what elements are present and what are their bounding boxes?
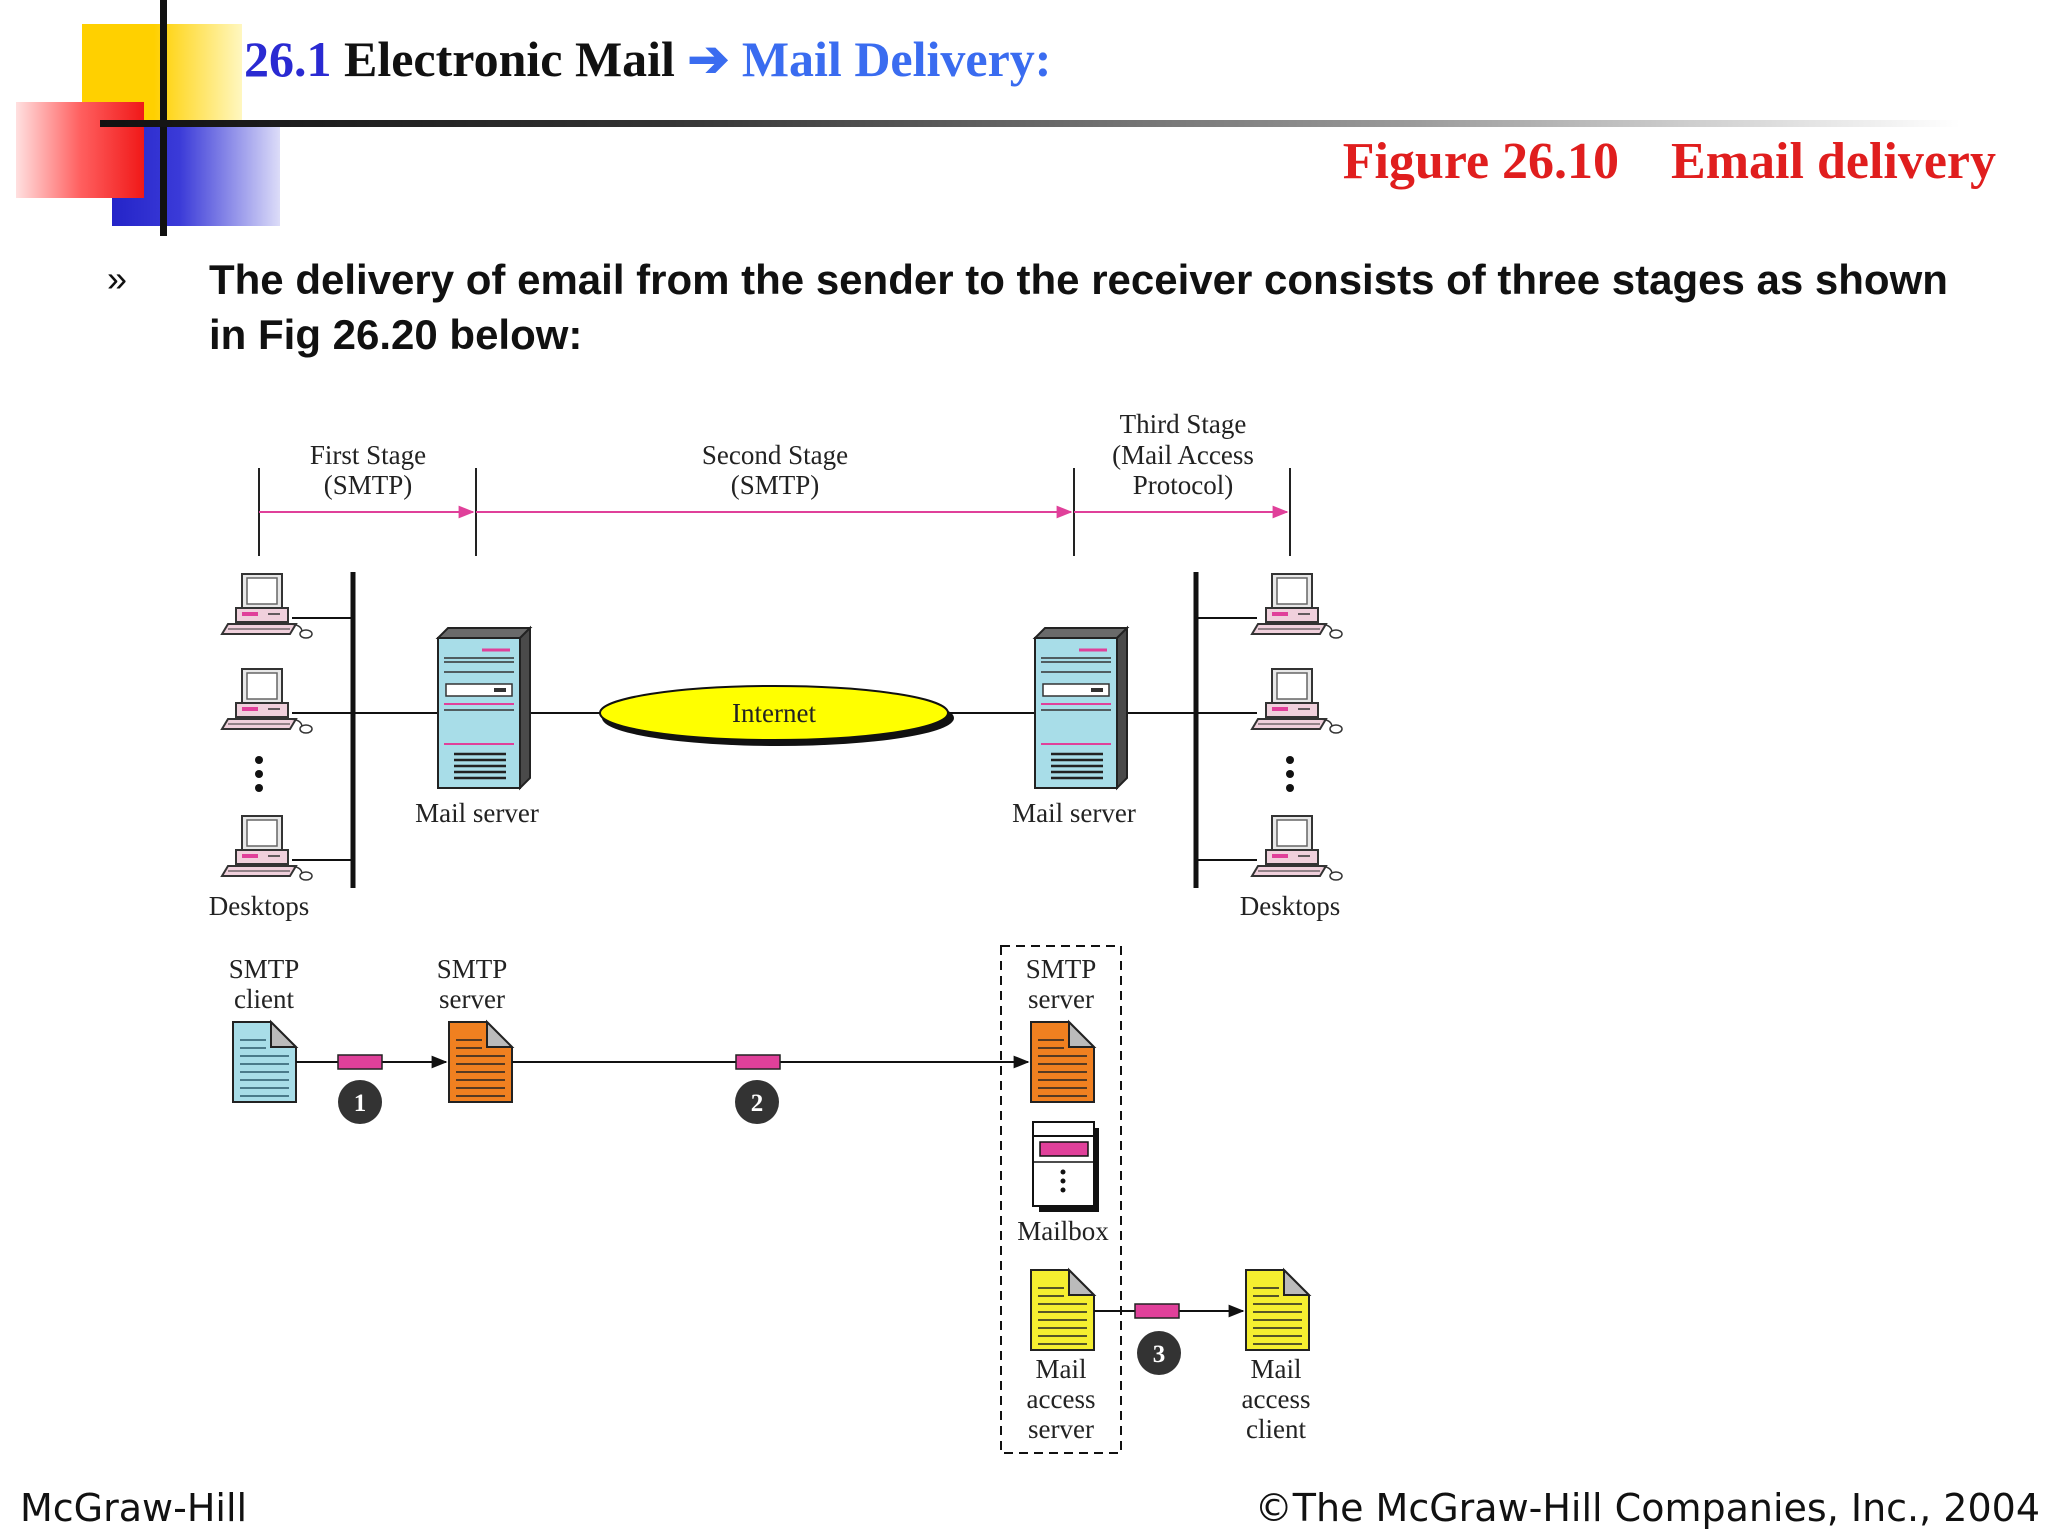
step-number-2: 2 (751, 1090, 764, 1117)
page-title: 26.1 Electronic Mail ➔ Mail Delivery: (244, 30, 1051, 88)
desktop-icon (221, 815, 313, 881)
stage-3-label-line-3: Protocol) (1133, 470, 1234, 500)
receiver-server-box (1000, 945, 1122, 1454)
desktop-icon (221, 573, 313, 639)
figure-title: Email delivery (1671, 133, 1996, 190)
section-title: Electronic Mail (344, 31, 675, 87)
mail-server-left-label: Mail server (415, 798, 539, 828)
desktop-icon (221, 668, 313, 734)
corner-decoration (0, 0, 290, 240)
mail-server-right-label: Mail server (1012, 798, 1136, 828)
mail-access-client-document-icon (1245, 1267, 1312, 1351)
smtp-server-right-label-line-2: server (1028, 984, 1094, 1014)
smtp-server-right-label-line-1: SMTP (1026, 954, 1097, 984)
stage-1-label-line-2: (SMTP) (324, 470, 413, 500)
step-number-3: 3 (1153, 1341, 1166, 1368)
desktop-icon (1251, 815, 1343, 881)
desktop-icon (1251, 668, 1343, 734)
mail-access-client-label-line-1: Mail (1251, 1354, 1302, 1384)
mail-access-client-label-line-3: client (1246, 1414, 1306, 1444)
bullet-mark: » (107, 258, 128, 299)
mail-access-server-label-line-3: server (1028, 1414, 1094, 1444)
step-badge-2: 2 (735, 1080, 779, 1124)
stage-2-label-line-1: Second Stage (702, 440, 848, 470)
mail-server-right-icon (1033, 626, 1129, 790)
smtp-client-document-icon (232, 1019, 299, 1103)
mail-access-server-label-line-2: access (1027, 1384, 1096, 1414)
message-packet (337, 1054, 383, 1070)
figure-caption: Figure 26.10 Email delivery (1343, 132, 1996, 191)
vertical-rule (160, 0, 167, 236)
message-packet (735, 1054, 781, 1070)
red-block (16, 102, 144, 198)
smtp-server-left-label-line-1: SMTP (437, 954, 508, 984)
step-badge-1: 1 (338, 1080, 382, 1124)
stage-2-label-line-2: (SMTP) (731, 470, 820, 500)
stage-3-label-line-1: Third Stage (1120, 409, 1247, 439)
stage-1-label-line-1: First Stage (310, 440, 426, 470)
message-packet (1134, 1303, 1180, 1319)
ellipsis-icon (255, 756, 263, 792)
mail-access-client-label-line-2: access (1242, 1384, 1311, 1414)
arrow-right-icon: ➔ (687, 31, 730, 87)
desktops-right-label: Desktops (1240, 891, 1341, 921)
internet-cloud (599, 685, 954, 746)
mailbox-label: Mailbox (1017, 1216, 1109, 1246)
stage-3-label-line-2: (Mail Access (1112, 440, 1254, 470)
section-subtitle: Mail Delivery: (741, 31, 1052, 87)
desktops-left-label: Desktops (209, 891, 310, 921)
mail-access-server-document-icon (1030, 1267, 1097, 1351)
title-rule (100, 120, 1960, 127)
smtp-server-right-document-icon (1030, 1019, 1097, 1103)
mailbox-icon (1032, 1121, 1099, 1212)
section-number: 26.1 (244, 31, 332, 87)
bullet-text: The delivery of email from the sender to… (209, 256, 1948, 358)
footer-publisher: McGraw-Hill (20, 1486, 248, 1530)
step-number-1: 1 (354, 1090, 367, 1117)
smtp-client-label-line-1: SMTP (229, 954, 300, 984)
footer-copyright: ©The McGraw-Hill Companies, Inc., 2004 (1254, 1486, 2040, 1530)
step-badge-3: 3 (1137, 1331, 1181, 1375)
internet-label: Internet (732, 698, 816, 728)
figure-label: Figure 26.10 (1342, 133, 1620, 190)
mail-access-server-label-line-1: Mail (1036, 1354, 1087, 1384)
desktop-icon (1251, 573, 1343, 639)
smtp-client-label-line-2: client (234, 984, 294, 1014)
smtp-server-left-document-icon (448, 1019, 515, 1103)
ellipsis-icon (1286, 756, 1294, 792)
smtp-server-left-label-line-2: server (439, 984, 505, 1014)
mail-server-left-icon (436, 626, 532, 790)
